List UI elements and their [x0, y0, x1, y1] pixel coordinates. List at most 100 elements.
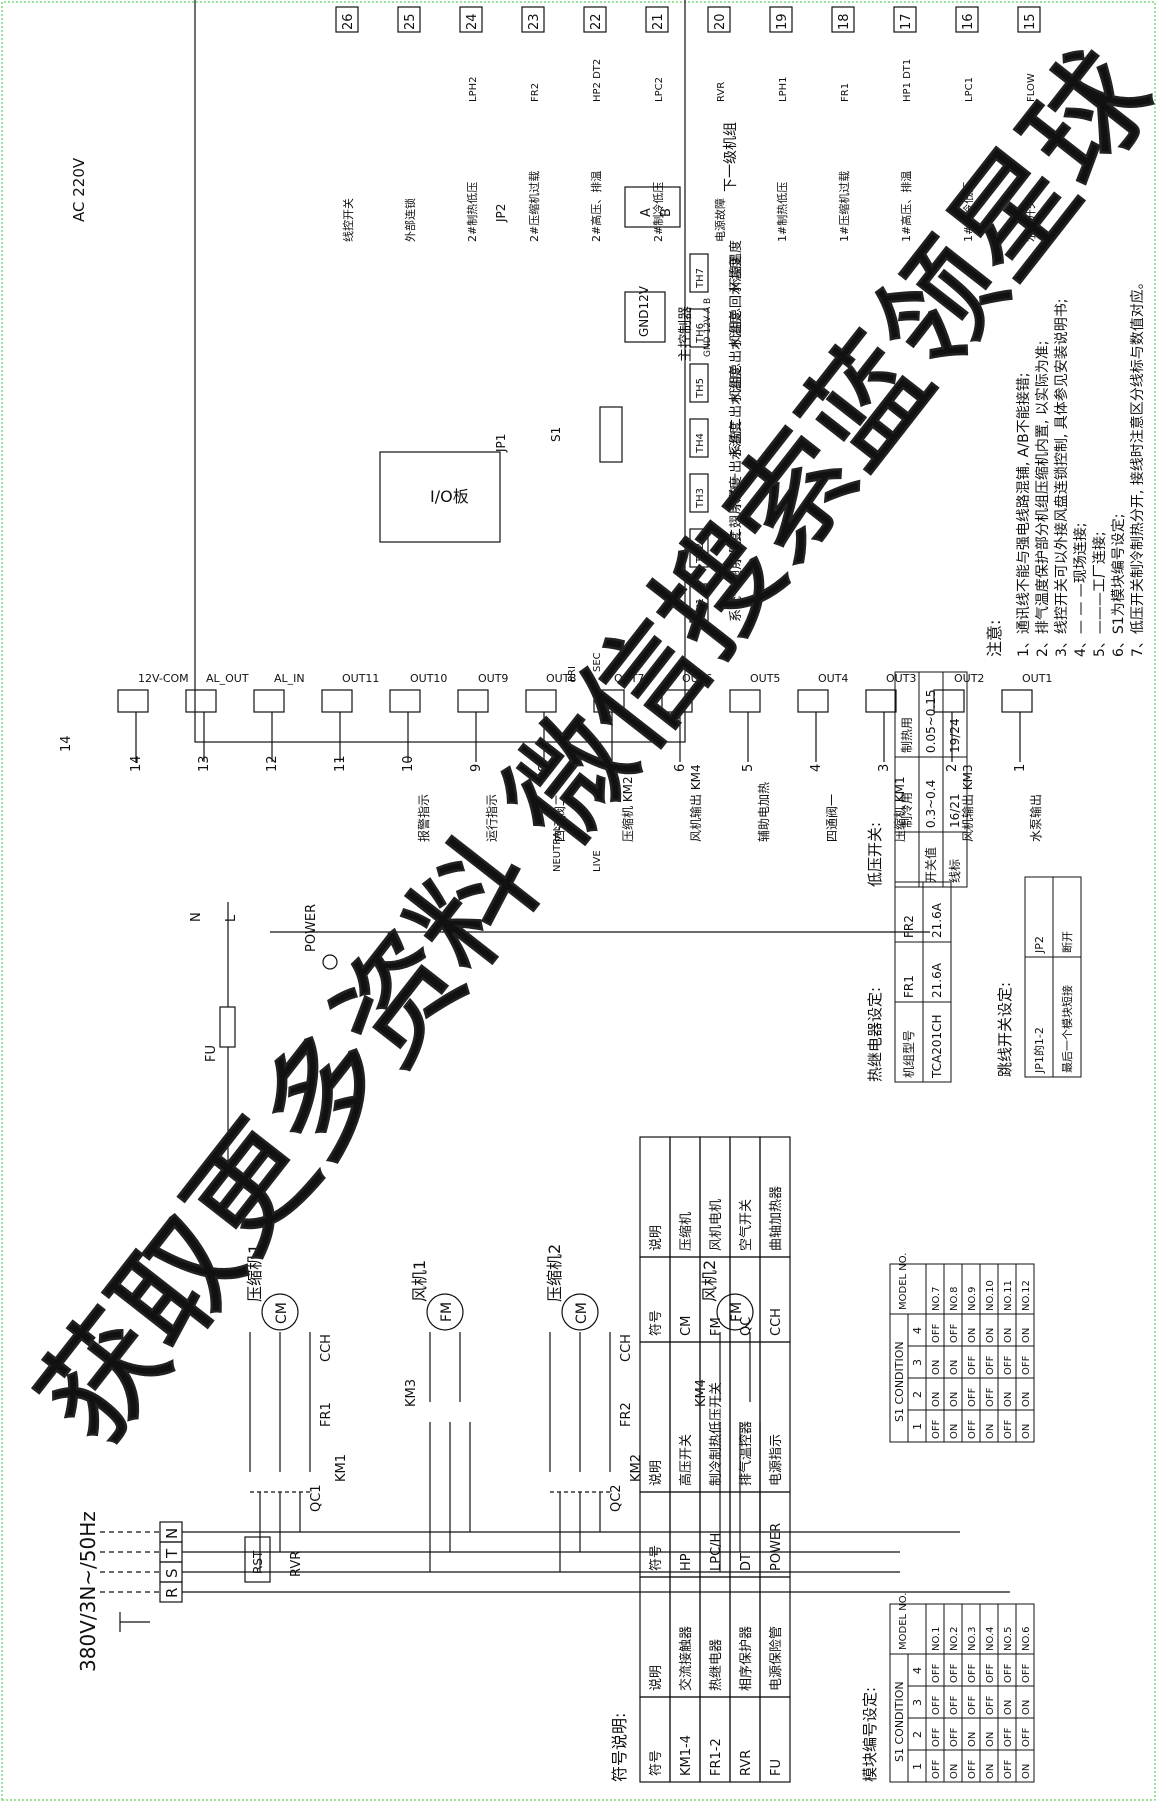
lp-text: 0.05~0.15	[924, 690, 938, 754]
symbol-cell-text: 压缩机	[678, 1212, 694, 1251]
label-fr1: FR1	[319, 1402, 334, 1427]
module-cell	[1015, 1603, 1035, 1655]
sensor-terminal	[689, 418, 709, 458]
motor-cm1: CM	[274, 1302, 290, 1324]
sensor-terminal	[689, 253, 709, 293]
module-col: 3	[911, 1359, 924, 1366]
output-terminal	[117, 689, 149, 713]
symbol-cell-text: KM1-4	[679, 1735, 694, 1776]
output-terminal	[253, 689, 285, 713]
symbol-cell-text: 热继电器	[709, 1639, 724, 1691]
output-label: OUT1	[1022, 672, 1052, 685]
symbol-cell-text: 相序保护器	[739, 1626, 754, 1691]
module-value: ON	[1003, 1328, 1014, 1343]
module-value: OFF	[1021, 1727, 1032, 1747]
input-terminal	[521, 6, 545, 33]
output-number: 10	[401, 755, 416, 772]
symbol-cell-text: 交流接触器	[678, 1626, 694, 1691]
a-label: A	[639, 208, 654, 217]
jumper-text: 断开	[1060, 931, 1074, 953]
module-value: OFF	[1003, 1419, 1014, 1439]
output-terminal	[593, 689, 625, 713]
module-model: MODEL NO.	[898, 1253, 909, 1310]
module-value: NO.6	[1021, 1627, 1032, 1652]
output-load: 辅助电加热	[757, 782, 771, 842]
input-device: FR1	[840, 83, 851, 102]
input-device: LPC1	[964, 77, 975, 102]
output-number: 2	[945, 764, 960, 772]
output-load: 压缩机 KM1	[892, 776, 907, 842]
output-label: OUT11	[342, 672, 379, 685]
output-label: 12V-COM	[138, 672, 189, 685]
sec-label: SEC	[592, 652, 603, 672]
sensor-id: TH3	[695, 488, 706, 509]
output-label: AL_OUT	[206, 672, 249, 685]
module-value: ON	[949, 1424, 960, 1439]
phase-n: N	[163, 1528, 181, 1539]
output-label: OUT6	[682, 672, 712, 685]
lp-text: 19/24	[948, 718, 962, 753]
module-value: ON	[1003, 1392, 1014, 1407]
power-label: POWER	[304, 904, 319, 952]
relay-text: 21.6A	[930, 962, 944, 998]
sensor-terminal	[689, 473, 709, 513]
module-cond: S1 CONDITION	[893, 1681, 906, 1762]
input-device: FLOW	[1026, 73, 1037, 102]
module-value: ON	[1021, 1424, 1032, 1439]
n-label: N	[189, 912, 204, 922]
output-number: 6	[673, 764, 688, 772]
note-item: 7、低压开关制冷制热分开, 接线时注意区分线标与数值对应。	[1129, 275, 1146, 657]
next-unit-label: 下一级机组	[723, 122, 739, 192]
input-device: LPC2	[654, 77, 665, 102]
symbol-cell-text: 电源保险管	[769, 1626, 784, 1691]
output-number: 14	[59, 735, 74, 752]
symbol-cell-text: 风机电机	[709, 1199, 724, 1251]
input-label: 水流开关	[1023, 198, 1037, 242]
input-terminal	[335, 6, 359, 33]
symbol-cell-text: HP	[679, 1553, 694, 1571]
module-value: ON	[985, 1328, 996, 1343]
note-item: 6、S1为模块编号设定;	[1111, 514, 1127, 657]
output-load: 风机输出 KM4	[688, 764, 703, 842]
module-value: ON	[985, 1732, 996, 1747]
input-number: 23	[527, 13, 542, 30]
module-value: ON	[1021, 1392, 1032, 1407]
output-terminal	[729, 689, 761, 713]
io-board-outline	[194, 0, 686, 743]
jp2-label: JP2	[494, 204, 508, 223]
note-item: 2、排气温度保护部分机组压缩机内置, 以实际为准;	[1035, 340, 1051, 657]
input-terminal	[955, 6, 979, 33]
module-value: NO.4	[985, 1627, 996, 1652]
input-device: LPH1	[778, 77, 789, 102]
sensor-label: 机组总出水温度	[728, 311, 744, 402]
symbol-cell-text: QC	[739, 1317, 754, 1336]
io-board-title: I/O板	[430, 487, 469, 506]
s1-label: S1	[549, 427, 563, 442]
output-load: 水泵输出	[1028, 794, 1043, 842]
module-value: ON	[985, 1764, 996, 1779]
input-device: HP1 DT1	[902, 59, 913, 102]
sensor-id: TH7	[695, 268, 706, 289]
module-value: OFF	[1003, 1759, 1014, 1779]
io-board-chip	[379, 451, 501, 543]
lp-text: 16/21	[948, 793, 962, 828]
lp-text: 制冷用	[900, 792, 914, 828]
symbol-table-title: 符号说明:	[610, 1713, 629, 1782]
output-terminal	[661, 689, 693, 713]
label-cch-2: CCH	[619, 1334, 634, 1362]
sensor-terminal	[689, 583, 709, 623]
input-terminal	[397, 6, 421, 33]
module-value: OFF	[931, 1695, 942, 1715]
input-label: 线控开关	[341, 198, 355, 242]
rst-label: RST	[251, 1550, 265, 1574]
module-value: NO.7	[931, 1287, 942, 1312]
symbol-cell-text: FR1-2	[709, 1738, 724, 1776]
relay-cell	[922, 881, 952, 943]
output-terminal	[525, 689, 557, 713]
output-label: OUT8	[546, 672, 576, 685]
module-col: 4	[911, 1667, 924, 1674]
symbol-cell-text: FM	[709, 1317, 724, 1336]
module-value: OFF	[967, 1355, 978, 1375]
output-number: 8	[537, 764, 552, 772]
